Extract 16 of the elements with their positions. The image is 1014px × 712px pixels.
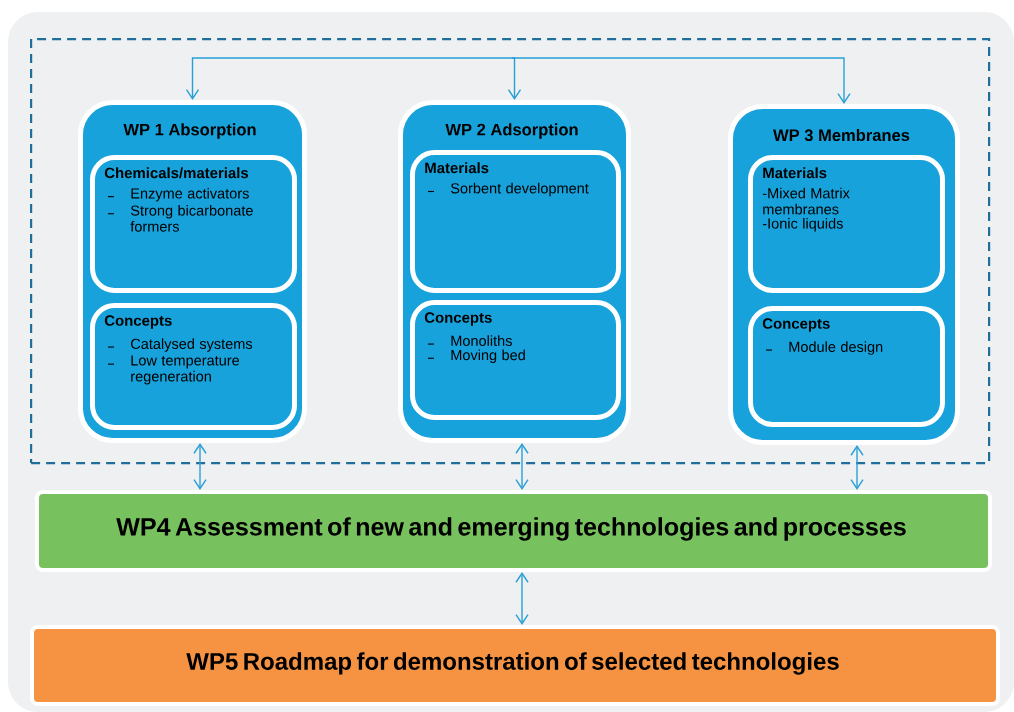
- arrow: [511, 57, 851, 104]
- category-box: Materials -Mixed Matrix membranes -Ionic liquids: [748, 155, 945, 293]
- dashed-frame: [30, 38, 991, 465]
- arrow: [515, 443, 529, 490]
- category-box: Concepts Catalysed systems Low temperature regeneration: [90, 303, 297, 430]
- category-box: Concepts Monoliths Moving bed: [410, 300, 621, 420]
- category-box: Materials Sorbent development: [410, 150, 621, 293]
- category-box: Chemicals/materials Enzyme activators Strong bicarbonate formers: [90, 155, 297, 293]
- category-box: Concepts Module design: [748, 306, 945, 427]
- banner-box: WP5 Roadmap for demonstration of selected technologies: [30, 625, 1000, 706]
- arrow: [193, 443, 207, 490]
- arrow: [507, 57, 522, 100]
- banner-box: WP4 Assessment of new and emerging technologies and processes: [35, 490, 992, 572]
- arrow: [850, 445, 864, 490]
- arrow: [515, 572, 529, 625]
- arrow: [185, 57, 513, 100]
